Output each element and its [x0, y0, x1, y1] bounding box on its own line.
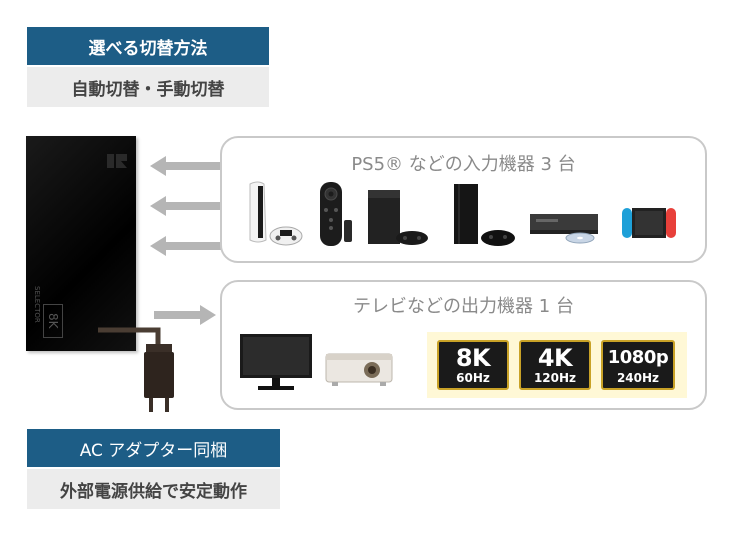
input-panel-title: PS5® などの入力機器 3 台 [351, 154, 576, 175]
badge-1080p-resolution: 1080p [607, 347, 669, 368]
badge-8k-resolution: 8K [455, 344, 491, 372]
brand-logo-icon [107, 154, 127, 168]
ac-adapter-title: AC アダプター同梱 [27, 429, 280, 467]
output-arrow [154, 305, 216, 325]
selector-device: 8K SELECTOR [26, 136, 136, 351]
handheld-console-icon [622, 208, 676, 238]
badge-4k-rate: 120Hz [533, 371, 577, 385]
ac-plug-icon [144, 344, 174, 412]
disc-player-icon [530, 214, 598, 244]
ac-adapter-subtitle: 外部電源供給で安定動作 [27, 469, 280, 509]
badge-8k-rate: 60Hz [456, 371, 490, 385]
badge-4k-resolution: 4K [537, 344, 573, 372]
switch-method-title: 選べる切替方法 [27, 27, 269, 65]
badge-1080p: 1080p 240Hz [601, 340, 675, 390]
badge-8k: 8K 60Hz [437, 340, 509, 390]
resolution-badges: 8K 60Hz 4K 120Hz 1080p 240Hz [427, 332, 687, 398]
tv-stick-remote-icon [320, 182, 352, 246]
console-box-icon [368, 190, 428, 245]
switch-method-subtitle: 自動切替・手動切替 [27, 67, 269, 107]
projector-icon [325, 353, 393, 386]
monitor-icon [240, 334, 312, 390]
badge-4k: 4K 120Hz [519, 340, 591, 390]
game-console-icon [249, 181, 303, 246]
badge-1080p-rate: 240Hz [616, 371, 660, 385]
device-side-label: SELECTOR [33, 286, 41, 323]
ac-adapter-cable [98, 327, 161, 344]
input-devices-panel: PS5® などの入力機器 3 台 [220, 136, 707, 263]
output-panel-title: テレビなどの出力機器 1 台 [353, 296, 574, 317]
device-8k-badge: 8K [43, 304, 63, 338]
input-arrows [150, 156, 224, 256]
output-devices-panel: テレビなどの出力機器 1 台 8K 60Hz 4K 120Hz 1080p 24… [220, 280, 707, 410]
console-slim-icon [454, 184, 515, 246]
